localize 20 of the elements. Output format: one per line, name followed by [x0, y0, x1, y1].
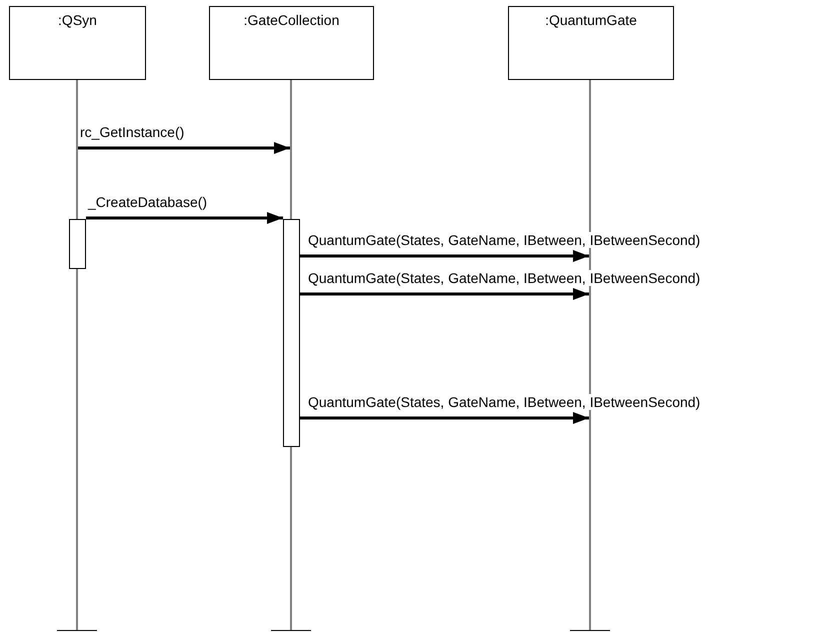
message-arrow: [300, 250, 589, 262]
message-label: QuantumGate(States, GateName, IBetween, IBetweenSecond): [308, 270, 700, 286]
message-label: QuantumGate(States, GateName, IBetween, IBetweenSecond): [308, 232, 700, 248]
message-arrow: [86, 212, 283, 224]
message-label: _CreateDatabase(): [88, 194, 208, 210]
message-label: QuantumGate(States, GateName, IBetween, IBetweenSecond): [308, 394, 700, 410]
message-arrow: [78, 142, 290, 154]
object-box: [508, 6, 674, 80]
activation-bar: [69, 219, 86, 269]
object-name: :GateCollection: [244, 11, 340, 30]
lifeline: [589, 80, 591, 630]
activation-bar: [283, 219, 300, 447]
message-arrow: [300, 412, 589, 424]
message-arrow: [300, 288, 589, 300]
object-box: [209, 6, 374, 80]
lifeline: [76, 80, 78, 630]
message-label: rc_GetInstance(): [80, 124, 184, 140]
object-box: [9, 6, 146, 80]
object-name: :QSyn: [58, 11, 97, 30]
object-name: :QuantumGate: [545, 11, 637, 30]
